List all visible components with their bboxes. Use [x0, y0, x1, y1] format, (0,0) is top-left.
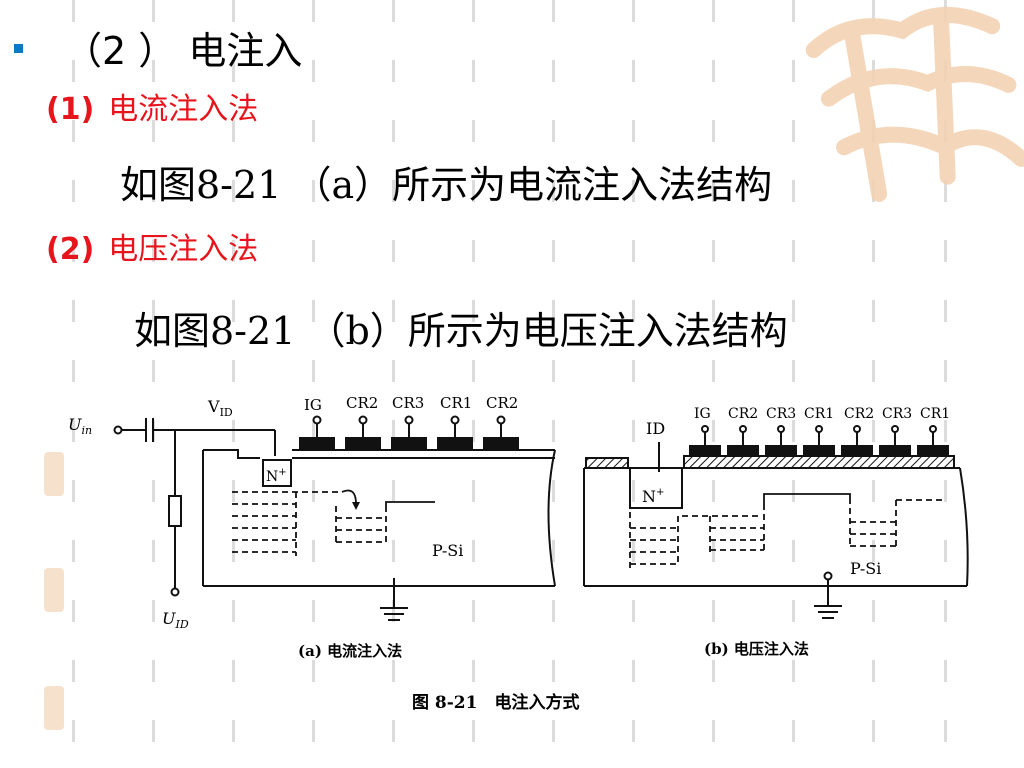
background-dash	[72, 0, 75, 768]
seal-stamp	[44, 452, 64, 496]
electrode-label-a-cr3: CR3	[392, 394, 424, 412]
electrodes-b	[689, 425, 949, 457]
electrode-label-b-cr3: CR3	[766, 406, 796, 422]
figure-8-21: Uin VID UID N+	[68, 394, 969, 713]
electrode-label-a-cr2b: CR2	[486, 394, 518, 412]
caption-b: (b) 电压注入法	[704, 640, 809, 658]
electrode-label-b-cr1: CR1	[804, 406, 834, 422]
method-2-label: 电压注入法	[108, 232, 259, 267]
background-dash	[632, 0, 635, 768]
method-1-number: (1)	[46, 92, 95, 127]
diagram-a: Uin VID UID N+	[68, 394, 556, 660]
n-plus-label-a: N+	[266, 467, 287, 485]
method-2-description: 如图8-21 （b）所示为电压注入法结构	[134, 309, 788, 353]
bullet-square-icon	[14, 44, 23, 53]
method-1-label: 电流注入法	[108, 92, 259, 127]
psi-label-b: P-Si	[850, 559, 881, 578]
method-1-title: (1) 电流注入法	[46, 90, 258, 130]
method-1-description: 如图8-21 （a）所示为电流注入法结构	[120, 163, 773, 207]
electrode-label-b-cr1b: CR1	[920, 406, 950, 422]
figure-title: 图 8-21 电注入方式	[412, 692, 579, 713]
background-dash	[712, 0, 715, 768]
background-dash	[792, 0, 795, 768]
v-id-label: VID	[207, 397, 233, 419]
calligraphy-watermark	[805, 6, 1024, 202]
electrode-label-b-cr3b: CR3	[882, 406, 912, 422]
electrode-label-a-ig: IG	[304, 396, 322, 414]
electrode-label-a-cr1: CR1	[440, 394, 472, 412]
background-dash	[472, 0, 475, 768]
seal-stamp	[44, 568, 64, 612]
background-dash	[152, 0, 155, 768]
background-dash	[392, 0, 395, 768]
psi-label-a: P-Si	[432, 541, 463, 560]
section-heading: （2 ） 电注入	[64, 29, 303, 73]
method-2-title: (2) 电压注入法	[46, 230, 258, 270]
seal-stamp	[44, 686, 64, 730]
background-dash	[232, 0, 235, 768]
electrode-label-b-cr2b: CR2	[844, 406, 874, 422]
n-plus-label-b: N+	[642, 487, 664, 506]
diagram-b: ID N+	[583, 406, 969, 658]
background-dash	[944, 0, 947, 768]
background-dash	[552, 0, 555, 768]
id-label-b: ID	[646, 419, 665, 438]
electrode-label-b-ig: IG	[694, 406, 711, 422]
u-id-label: UID	[162, 609, 189, 631]
background-dash	[312, 0, 315, 768]
electrode-label-a-cr2: CR2	[346, 394, 378, 412]
caption-a: (a) 电流注入法	[298, 642, 402, 660]
u-in-label: Uin	[68, 415, 92, 437]
method-2-number: (2)	[46, 232, 95, 267]
background-dash	[872, 0, 875, 768]
electrodes-a	[299, 415, 519, 451]
electrode-label-b-cr2: CR2	[728, 406, 758, 422]
